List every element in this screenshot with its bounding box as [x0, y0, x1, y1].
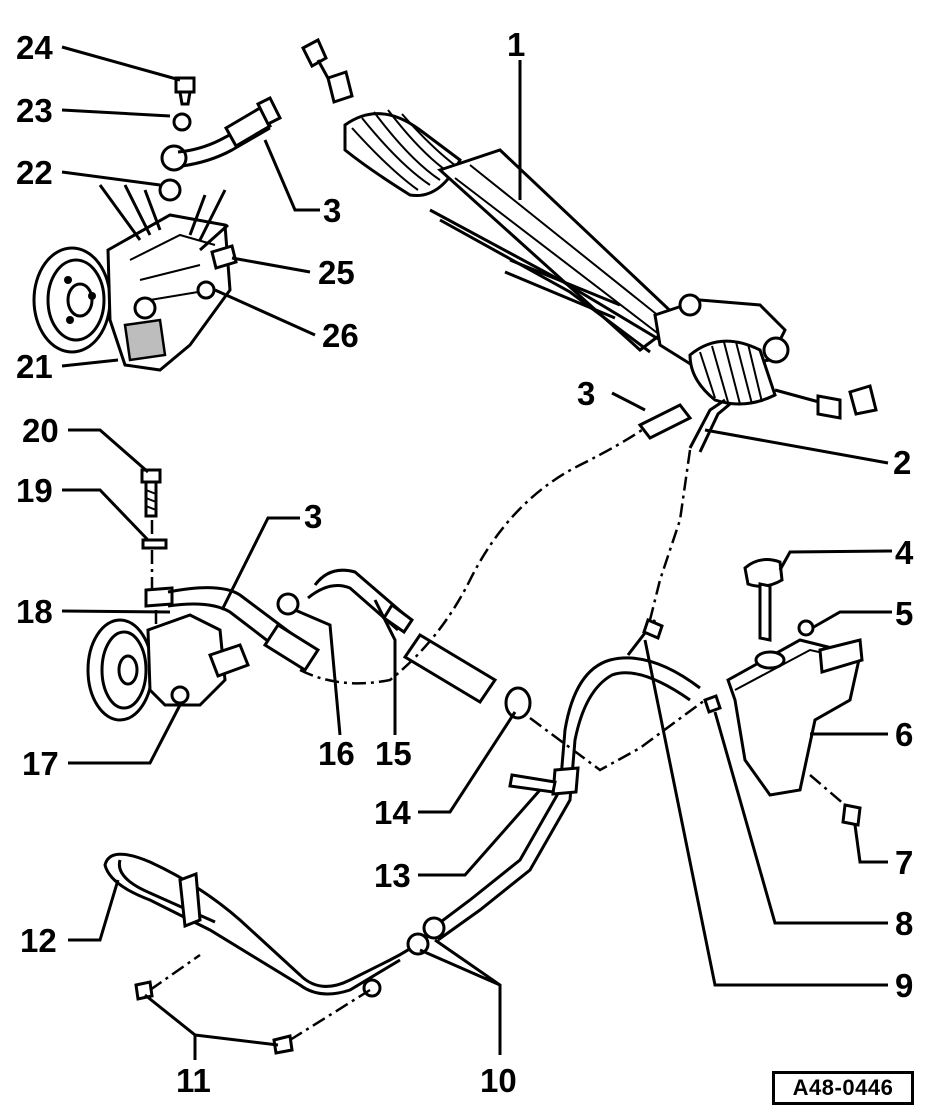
callout-16: 16	[318, 735, 355, 772]
figure-reference-code: A48-0446	[772, 1071, 914, 1105]
callout-13: 13	[374, 857, 411, 894]
callout-3-lower: 3	[304, 498, 322, 535]
upper-pump-assembly	[32, 76, 283, 372]
suction-hose-group	[167, 426, 706, 772]
callout-9: 9	[895, 967, 913, 1004]
callout-18: 18	[16, 593, 53, 630]
callout-7: 7	[895, 844, 913, 881]
callout-25: 25	[318, 254, 355, 291]
callout-11: 11	[176, 1062, 211, 1099]
callout-21: 21	[16, 348, 53, 385]
callout-3-upper: 3	[323, 192, 341, 229]
callout-6: 6	[895, 716, 913, 753]
callout-10: 10	[480, 1062, 517, 1099]
callout-1: 1	[507, 26, 525, 63]
callout-2: 2	[893, 444, 911, 481]
callout-23: 23	[16, 92, 53, 129]
callout-15: 15	[375, 735, 412, 772]
lower-pump-assembly	[86, 468, 250, 722]
reservoir-group	[703, 558, 864, 827]
steering-gear-assembly	[301, 37, 878, 453]
callout-4: 4	[895, 534, 914, 571]
callout-24: 24	[16, 29, 53, 66]
callout-19: 19	[16, 472, 53, 509]
callout-12: 12	[20, 922, 57, 959]
callout-22: 22	[16, 154, 53, 191]
leader-lines	[61, 45, 893, 1060]
callout-8: 8	[895, 905, 913, 942]
callout-labels: 1 2 3 3 3 4 5 6 7 8 9 10 11 12 13 14 15 …	[16, 26, 914, 1099]
callout-5: 5	[895, 595, 913, 632]
callout-20: 20	[22, 412, 59, 449]
callout-14: 14	[374, 794, 411, 831]
callout-3-middle: 3	[577, 375, 595, 412]
line-group	[103, 449, 701, 1055]
callout-17: 17	[22, 745, 59, 782]
callout-26: 26	[322, 317, 359, 354]
